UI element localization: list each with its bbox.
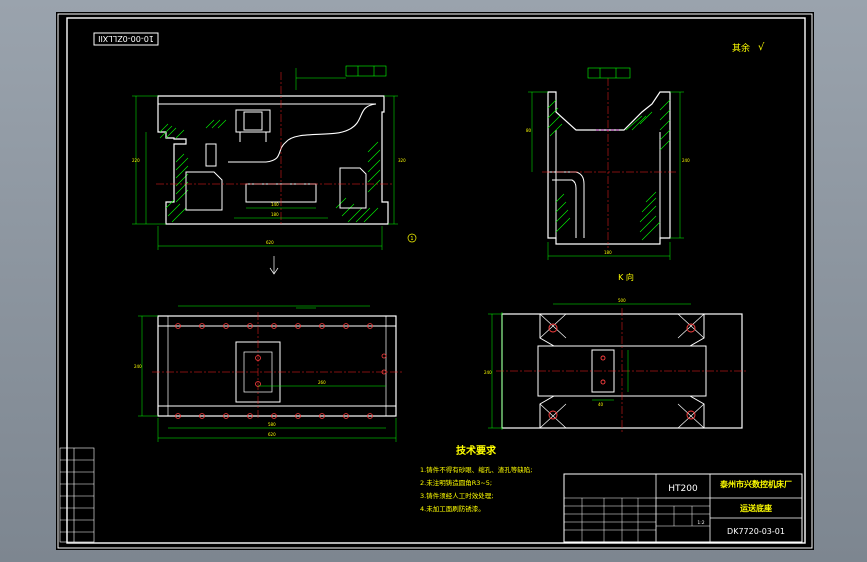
drawing-number-stamp: 10-00-0ZLLXII: [93, 32, 159, 46]
tech-item-1: 1.铸件不得有砂眼、缩孔、渣孔等缺陷;: [420, 465, 532, 474]
drawing-sheet: 10-00-0ZLLXII 其余 √: [56, 12, 814, 550]
svg-text:80: 80: [526, 128, 532, 133]
svg-text:580: 580: [268, 422, 276, 427]
tech-item-3: 3.铸件须经人工时效处理;: [420, 491, 493, 500]
svg-text:620: 620: [268, 432, 276, 437]
drawing-canvas: 10-00-0ZLLXII 其余 √: [57, 13, 813, 549]
part-name: 运送底座: [740, 503, 772, 513]
scale-value: 1:2: [697, 520, 704, 526]
roughness-symbol: √: [758, 42, 765, 53]
svg-text:180: 180: [604, 250, 612, 255]
svg-text:240: 240: [134, 364, 142, 369]
side-section-view: 180 240 80: [526, 67, 690, 260]
title-block: HT200 泰州市兴数控机床厂 运送底座 DK7720-03-01 1:2: [563, 473, 803, 543]
svg-text:500: 500: [618, 298, 626, 303]
drawing-number: DK7720-03-01: [727, 527, 785, 536]
tech-item-4: 4.未加工面刷防锈漆。: [420, 504, 485, 513]
tech-title: 技术要求: [456, 444, 497, 457]
outer-border: [57, 13, 813, 549]
svg-text:220: 220: [132, 158, 140, 163]
inner-border: [66, 17, 806, 544]
svg-text:40: 40: [598, 402, 604, 407]
datum-label: 1: [410, 236, 413, 242]
k-view-label: K 向: [618, 272, 634, 282]
svg-text:240: 240: [484, 370, 492, 375]
svg-text:620: 620: [266, 240, 274, 245]
svg-text:240: 240: [682, 158, 690, 163]
rotated-drawing-number: 10-00-0ZLLXII: [98, 34, 154, 43]
svg-text:320: 320: [398, 158, 406, 163]
k-direction-view: K 向: [484, 272, 748, 434]
svg-text:180: 180: [271, 212, 279, 217]
svg-text:260: 260: [318, 380, 326, 385]
svg-text:140: 140: [271, 202, 279, 207]
roughness-note: 其余: [732, 42, 750, 54]
company-name: 泰州市兴数控机床厂: [719, 479, 792, 489]
front-section-view: 620 320 220 140 180 1: [132, 65, 417, 275]
material-text: HT200: [668, 484, 698, 494]
top-view: 620 580 240 260: [134, 305, 402, 442]
left-revision-strip: [59, 447, 95, 543]
technical-requirements: 技术要求 1.铸件不得有砂眼、缩孔、渣孔等缺陷; 2.未注明铸造圆角R3~5; …: [420, 444, 532, 513]
tech-item-2: 2.未注明铸造圆角R3~5;: [420, 478, 492, 487]
